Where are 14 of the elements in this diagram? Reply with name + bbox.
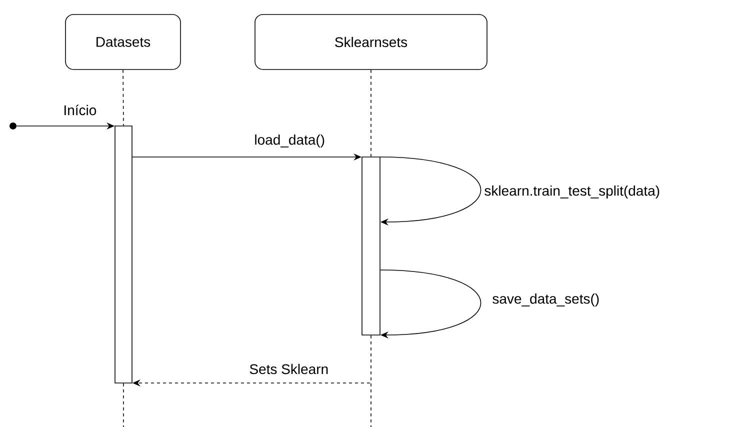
edge-label: load_data() [255, 134, 324, 148]
edge-label: Início [64, 104, 96, 116]
start-dot [10, 122, 16, 130]
activation-bar [114, 126, 132, 384]
lifeline [122, 70, 124, 126]
edge-label: Sets Sklearn [250, 364, 328, 374]
self-message-arrow [380, 270, 482, 339]
participant-box: Datasets [65, 14, 181, 70]
edge-label: save_data_sets() [492, 293, 599, 307]
self-message-arrow [380, 156, 482, 226]
activation-bar [362, 156, 380, 336]
edge-label: sklearn.train_test_split(data) [484, 185, 660, 199]
lifeline [370, 70, 372, 157]
participant-box: Sklearnsets [254, 14, 488, 70]
